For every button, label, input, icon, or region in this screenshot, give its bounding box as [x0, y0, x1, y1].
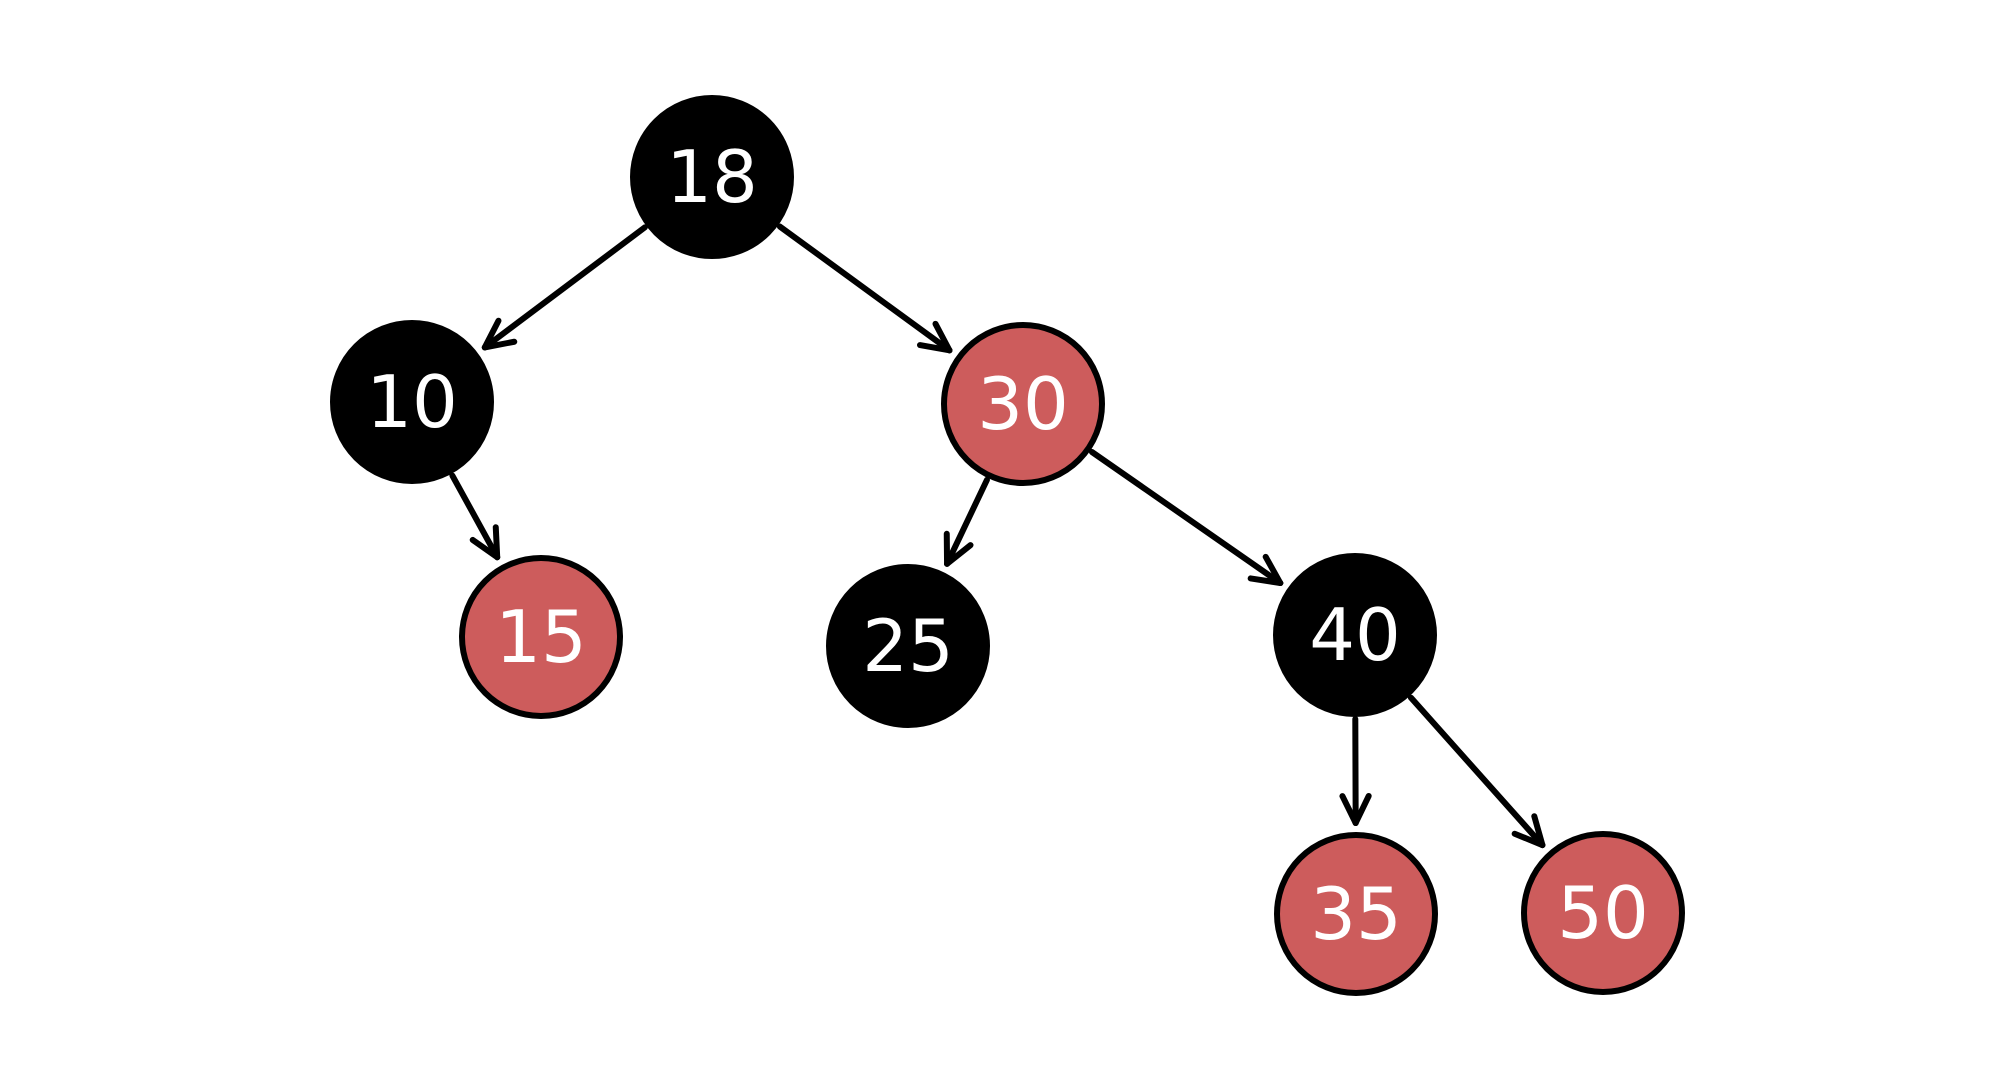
node-circle	[630, 95, 794, 259]
tree-node-30: 30	[941, 322, 1105, 486]
edge-arrowhead-barb	[1511, 830, 1546, 849]
node-label: 25	[862, 604, 954, 688]
edge-10-15	[449, 472, 501, 561]
edge-arrowhead-barb	[481, 338, 518, 351]
node-circle	[459, 555, 623, 719]
node-label: 18	[666, 135, 758, 219]
edge-arrowhead-barb	[492, 524, 501, 561]
node-label: 15	[495, 595, 587, 679]
edges-layer	[449, 223, 1546, 849]
edge-line	[1088, 448, 1284, 587]
node-label: 35	[1310, 872, 1402, 956]
node-circle	[941, 322, 1105, 486]
tree-node-18: 18	[630, 95, 794, 259]
edge-line	[776, 223, 953, 354]
edge-line	[1407, 694, 1546, 849]
nodes-layer: 18 10 30 15 25 40 35 50	[330, 95, 1685, 996]
edge-line	[481, 224, 648, 351]
edge-arrowhead-barb	[1531, 813, 1546, 849]
node-label: 10	[366, 360, 458, 444]
node-circle	[1274, 832, 1438, 996]
node-circle	[1521, 831, 1685, 995]
node-circle	[330, 320, 494, 484]
node-circle	[826, 564, 990, 728]
tree-node-35: 35	[1274, 832, 1438, 996]
edge-arrowhead-barb	[1339, 793, 1359, 827]
tree-node-10: 10	[330, 320, 494, 484]
edge-arrowhead-barb	[944, 542, 974, 567]
edge-arrowhead-barb	[481, 317, 502, 351]
tree-node-40: 40	[1273, 553, 1437, 717]
edge-line	[944, 476, 990, 567]
node-label: 40	[1309, 593, 1401, 677]
tree-node-50: 50	[1521, 831, 1685, 995]
edge-arrowhead-barb	[1352, 792, 1372, 827]
node-label: 30	[977, 362, 1069, 446]
edge-18-10	[481, 224, 648, 351]
edge-line	[449, 472, 501, 561]
edge-18-30	[776, 223, 953, 354]
edge-arrowhead-barb	[469, 536, 501, 561]
tree-node-25: 25	[826, 564, 990, 728]
edge-40-35	[1339, 715, 1372, 827]
edge-40-50	[1407, 694, 1546, 849]
node-label: 50	[1557, 871, 1649, 955]
edge-arrowhead-barb	[916, 342, 953, 354]
edge-30-25	[943, 476, 990, 567]
node-circle	[1273, 553, 1437, 717]
tree-node-15: 15	[459, 555, 623, 719]
edge-arrowhead-barb	[932, 320, 953, 354]
edge-arrowhead-barb	[1247, 575, 1284, 587]
edge-arrowhead-barb	[1262, 553, 1284, 587]
edge-30-40	[1088, 448, 1284, 587]
